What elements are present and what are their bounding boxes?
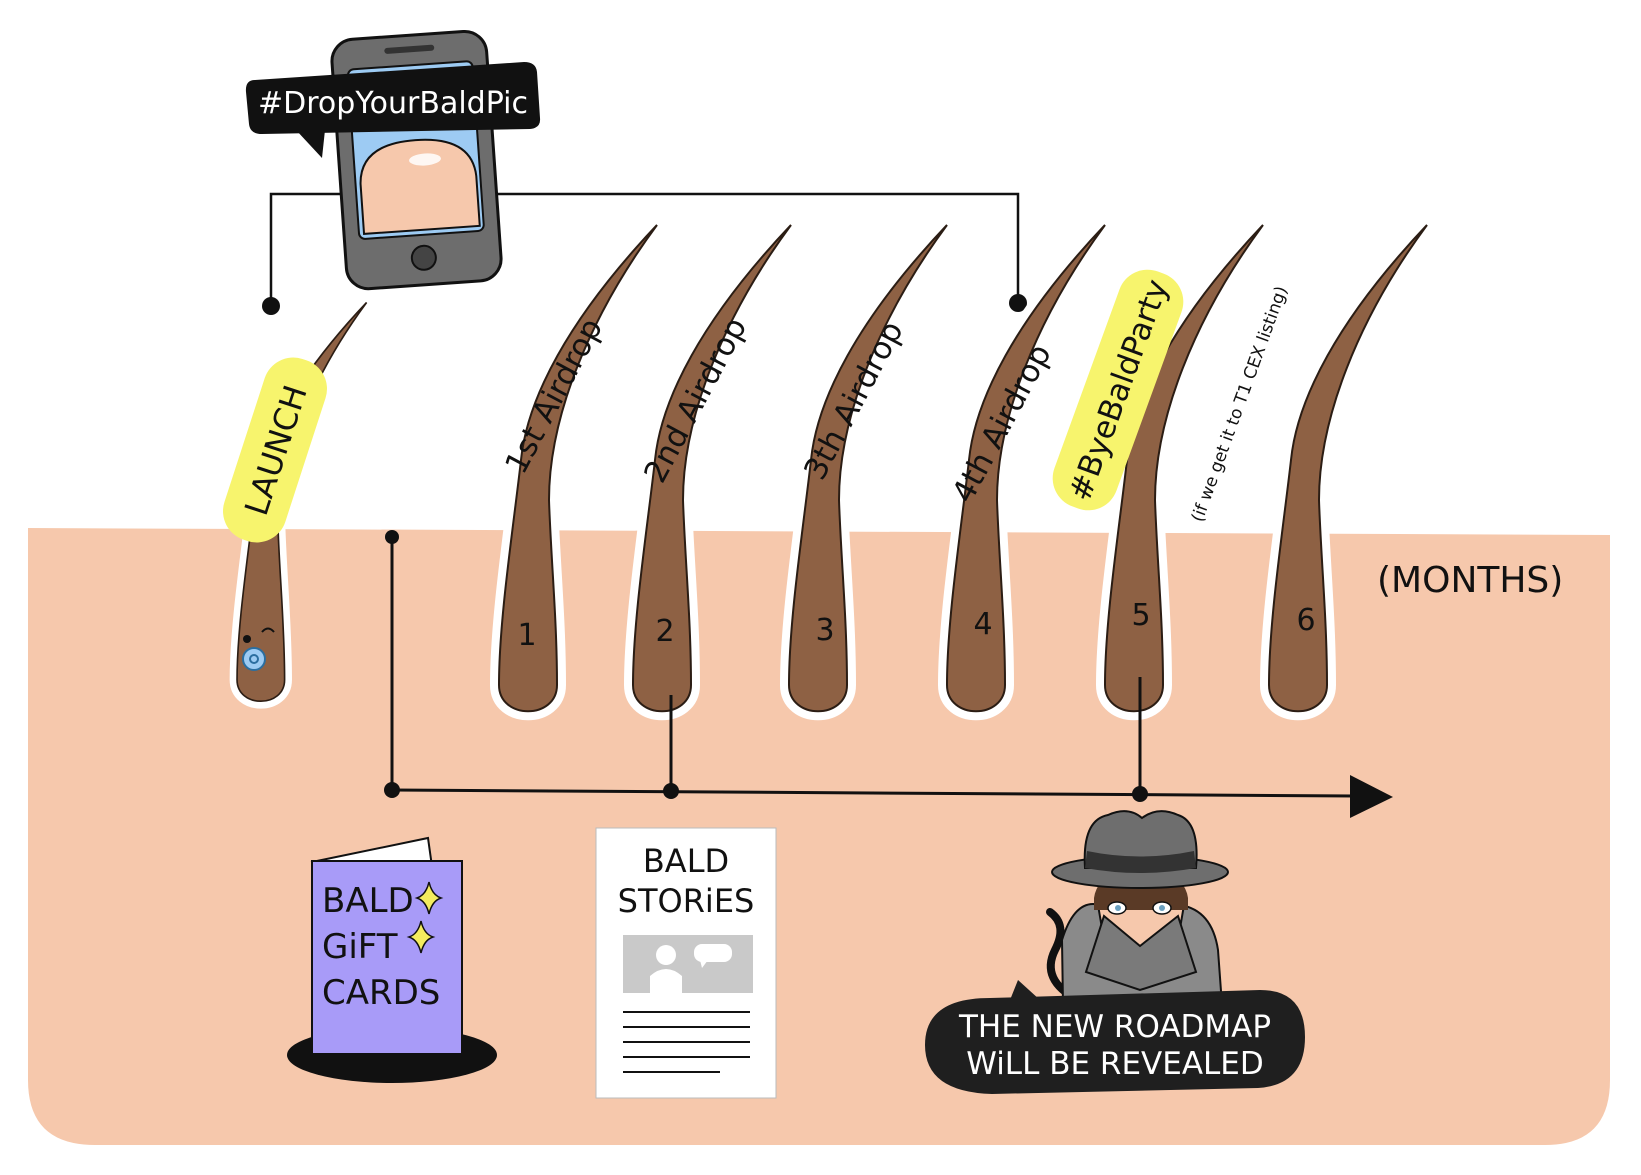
phone-home-button-icon — [410, 244, 437, 271]
reveal-line-1: THE NEW ROADMAP — [958, 1009, 1271, 1045]
baby-face — [242, 627, 275, 671]
launch-label: LAUNCH — [223, 357, 327, 543]
gift-card-line-3: CARDS — [322, 973, 440, 1013]
timeline-dot-start — [384, 782, 400, 798]
month-label-3: 3 — [815, 613, 834, 648]
newspaper-title-line-1: BALD — [643, 842, 729, 880]
month-label-6: 6 — [1296, 603, 1315, 638]
reveal-line-2: WiLL BE REVEALED — [966, 1046, 1264, 1082]
newspaper-photo — [623, 935, 753, 993]
connector-dot-launch — [262, 297, 280, 315]
timeline — [390, 537, 1356, 798]
sparkle-icon-2 — [406, 920, 436, 954]
gift-card-line-1: BALD — [322, 881, 414, 921]
gift-card-line-2: GiFT — [322, 927, 398, 967]
newspaper-illustration: BALD STORiES — [595, 827, 777, 1099]
reveal-bubble: THE NEW ROADMAP WiLL BE REVEALED — [925, 980, 1305, 1094]
month-label-1: 1 — [517, 618, 536, 653]
month-label-2: 2 — [655, 614, 674, 649]
newspaper-title-line-2: STORiES — [618, 882, 755, 920]
month-label-5: 5 — [1131, 598, 1150, 633]
timeline-dot-month-2 — [663, 783, 679, 799]
sparkle-icon — [414, 881, 444, 915]
gift-card-illustration: BALD GiFT CARDS — [287, 836, 497, 1083]
social-connector — [269, 192, 1020, 305]
timeline-dot-month-5 — [1132, 786, 1148, 802]
hashtag-text: #DropYourBaldPic — [258, 86, 528, 121]
detective-illustration — [1046, 810, 1229, 1006]
timeline-dot-top — [385, 530, 399, 544]
axis-unit-label: (MONTHS) — [1377, 560, 1563, 601]
month-label-4: 4 — [973, 607, 992, 642]
connector-dot-4th-airdrop — [1009, 294, 1027, 312]
timeline-arrow-icon — [1350, 775, 1393, 818]
hashtag-bubble: #DropYourBaldPic — [245, 62, 541, 158]
